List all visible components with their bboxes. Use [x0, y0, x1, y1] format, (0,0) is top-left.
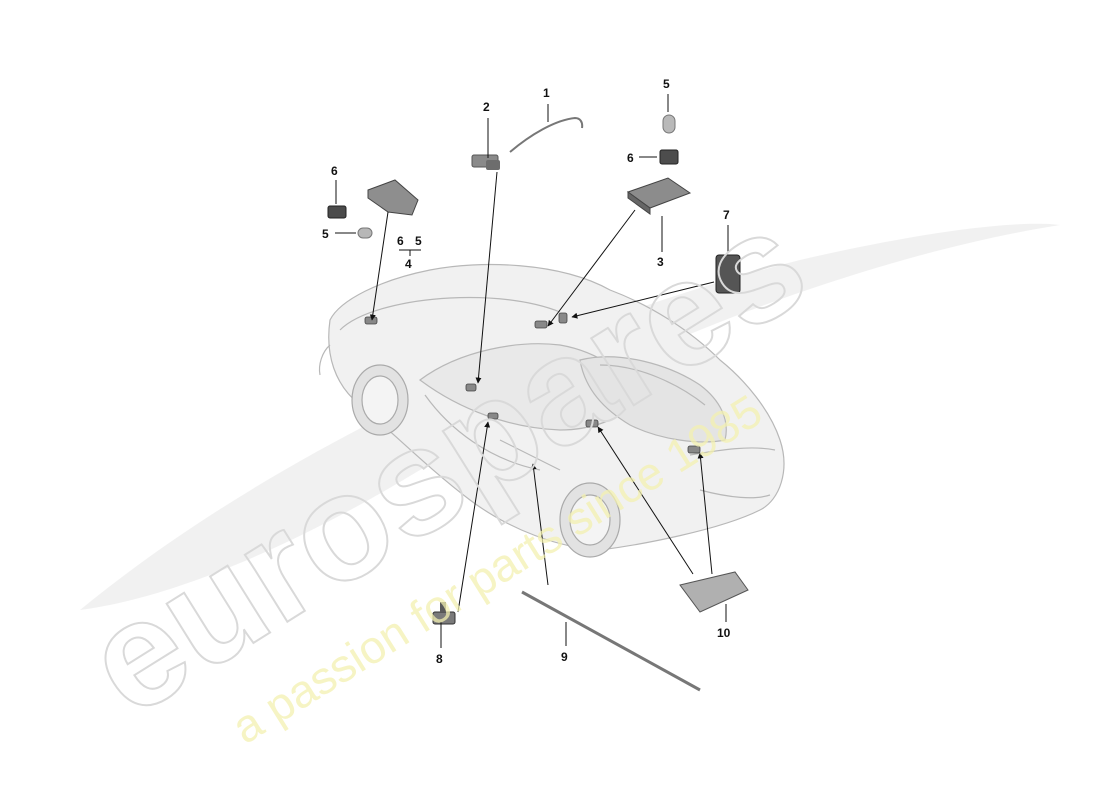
part-label-5-top: 5 — [663, 77, 670, 91]
part-1-cable — [509, 116, 584, 153]
part-label-7: 7 — [723, 208, 730, 222]
part-label-5-group: 5 — [415, 234, 422, 248]
part-label-1: 1 — [543, 86, 550, 100]
part-label-4: 4 — [405, 257, 412, 271]
part-label-10: 10 — [717, 626, 731, 640]
part-10-tail-lamp — [679, 571, 749, 613]
part-label-5-left: 5 — [322, 227, 329, 241]
watermark-swoosh — [80, 223, 1060, 611]
leader-lines — [335, 94, 729, 648]
car-wheels — [351, 364, 621, 558]
part-label-6-left: 6 — [331, 164, 338, 178]
car-body — [318, 263, 785, 551]
part-4-lamp-assembly — [367, 179, 419, 216]
part-9-strip — [521, 590, 701, 692]
part-label-2: 2 — [483, 100, 490, 114]
part-3-lamp-housing — [626, 177, 692, 215]
part-2-switch — [471, 154, 500, 170]
part-7-module — [715, 254, 741, 294]
part-5-bulb-top — [662, 114, 676, 134]
part-5-bulb-left — [357, 227, 373, 239]
part-label-9: 9 — [561, 650, 568, 664]
part-label-6-top: 6 — [627, 151, 634, 165]
part-8-sensor — [432, 602, 456, 625]
part-6-socket-left — [327, 205, 347, 219]
part-6-socket-top — [659, 149, 679, 165]
part-label-6-group: 6 — [397, 234, 404, 248]
part-label-3: 3 — [657, 255, 664, 269]
part-label-8: 8 — [436, 652, 443, 666]
